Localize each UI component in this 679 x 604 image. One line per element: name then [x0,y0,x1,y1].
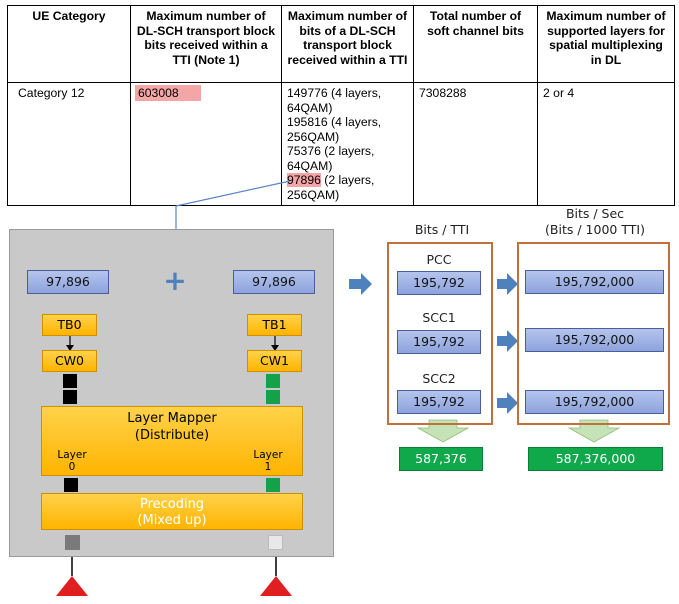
layer-0-number: 0 [68,461,76,473]
precoding-subtitle: (Mixed up) [137,513,207,528]
tb-highlight-rest: (2 layers, 256QAM) [287,173,375,202]
sec-total-down-arrow [567,419,621,443]
plus-icon: + [163,264,187,297]
table-header-row: UE Category Maximum number of DL-SCH tra… [7,5,675,83]
cell-soft-bits: 7308288 [413,82,538,206]
tb-bits-line: 195816 (4 layers, 256QAM) [287,115,382,144]
cw1-symbol-block [266,390,280,404]
bits-per-sec-header-line2: (Bits / 1000 TTI) [545,222,645,237]
bits-per-sec-header: Bits / Sec (Bits / 1000 TTI) [520,206,670,238]
tb-bits-line: 75376 (2 layers, 64QAM) [287,144,375,173]
bits-per-tti-frame [387,242,493,425]
layer-1-number: 1 [264,461,272,473]
tb1-cw1-arrowhead [271,345,279,351]
tti-total-down-arrow [416,419,470,443]
layer-1-label: Layer 1 [248,449,288,473]
layer-mapper-subtitle: (Distribute) [134,428,210,443]
tb1-box: TB1 [247,314,302,336]
carrier-name-scc1: SCC1 [422,310,456,325]
cw1-box: CW1 [247,350,302,372]
layer-1-word: Layer [253,449,283,461]
pcc-to-sec-arrow [497,273,518,295]
scc2-bits-sec: 195,792,000 [525,390,664,414]
cw0-symbol-block [63,390,77,404]
layer0-symbol-block [64,478,78,492]
precoding-title: Precoding [139,497,205,512]
antenna1-icon [260,576,292,596]
ue-category-table: UE Category Maximum number of DL-SCH tra… [7,5,675,206]
table-row: Category 12 603008 149776 (4 layers, 64Q… [7,82,675,206]
layer1-symbol-block [266,478,280,492]
cw0-box: CW0 [42,350,97,372]
cw1-symbol-block [266,374,280,388]
carrier-name-scc2: SCC2 [422,371,456,386]
total-bits-sec: 587,376,000 [528,447,663,471]
layer-0-label: Layer 0 [52,449,92,473]
header-ue-category: UE Category [7,5,131,83]
antenna0-icon [56,576,88,596]
scc1-bits-sec: 195,792,000 [525,328,664,352]
cell-category: Category 12 [7,82,131,206]
antenna0-symbol-block [65,535,80,550]
scc1-to-sec-arrow [497,330,518,352]
highlight-tb-value: 97896 [287,173,321,187]
pcc-bits-sec: 195,792,000 [525,270,664,294]
tb-bits-line-highlighted: 97896 (2 layers, 256QAM) [287,173,408,202]
tb-size-right: 97,896 [233,270,315,294]
bits-per-tti-header: Bits / TTI [414,222,470,237]
tb-size-left: 97,896 [27,270,109,294]
layer-mapper-title: Layer Mapper [127,411,217,426]
antenna1-symbol-block [268,535,283,550]
tb0-box: TB0 [42,314,97,336]
header-max-tb-bits: Maximum number of DL-SCH transport block… [130,5,282,83]
cell-max-tb-bits: 603008 [130,82,282,206]
cw0-symbol-block [63,374,77,388]
carrier-name-pcc: PCC [426,252,452,267]
cell-layers: 2 or 4 [537,82,675,206]
layer-mapper-block: Layer Mapper (Distribute) Layer 0 Layer … [41,406,303,476]
total-bits-tti: 587,376 [399,447,483,471]
tb-bits-line: 149776 (4 layers, 64QAM) [287,86,382,115]
pcc-bits-tti: 195,792 [397,271,481,295]
precoding-block: Precoding (Mixed up) [41,493,303,530]
cell-tb-bits-list: 149776 (4 layers, 64QAM) 195816 (4 layer… [281,82,414,206]
panel-to-tti-arrow [349,273,372,295]
scc1-bits-tti: 195,792 [397,330,481,354]
tb0-cw0-arrowhead [66,345,74,351]
highlight-max-tb-bits: 603008 [135,85,201,101]
bits-per-sec-frame [517,242,670,425]
header-max-layers: Maximum number of supported layers for s… [537,5,675,83]
layer-0-word: Layer [57,449,87,461]
scc2-to-sec-arrow [497,392,518,414]
scc2-bits-tti: 195,792 [397,390,481,414]
bits-per-sec-header-line1: Bits / Sec [565,206,625,221]
